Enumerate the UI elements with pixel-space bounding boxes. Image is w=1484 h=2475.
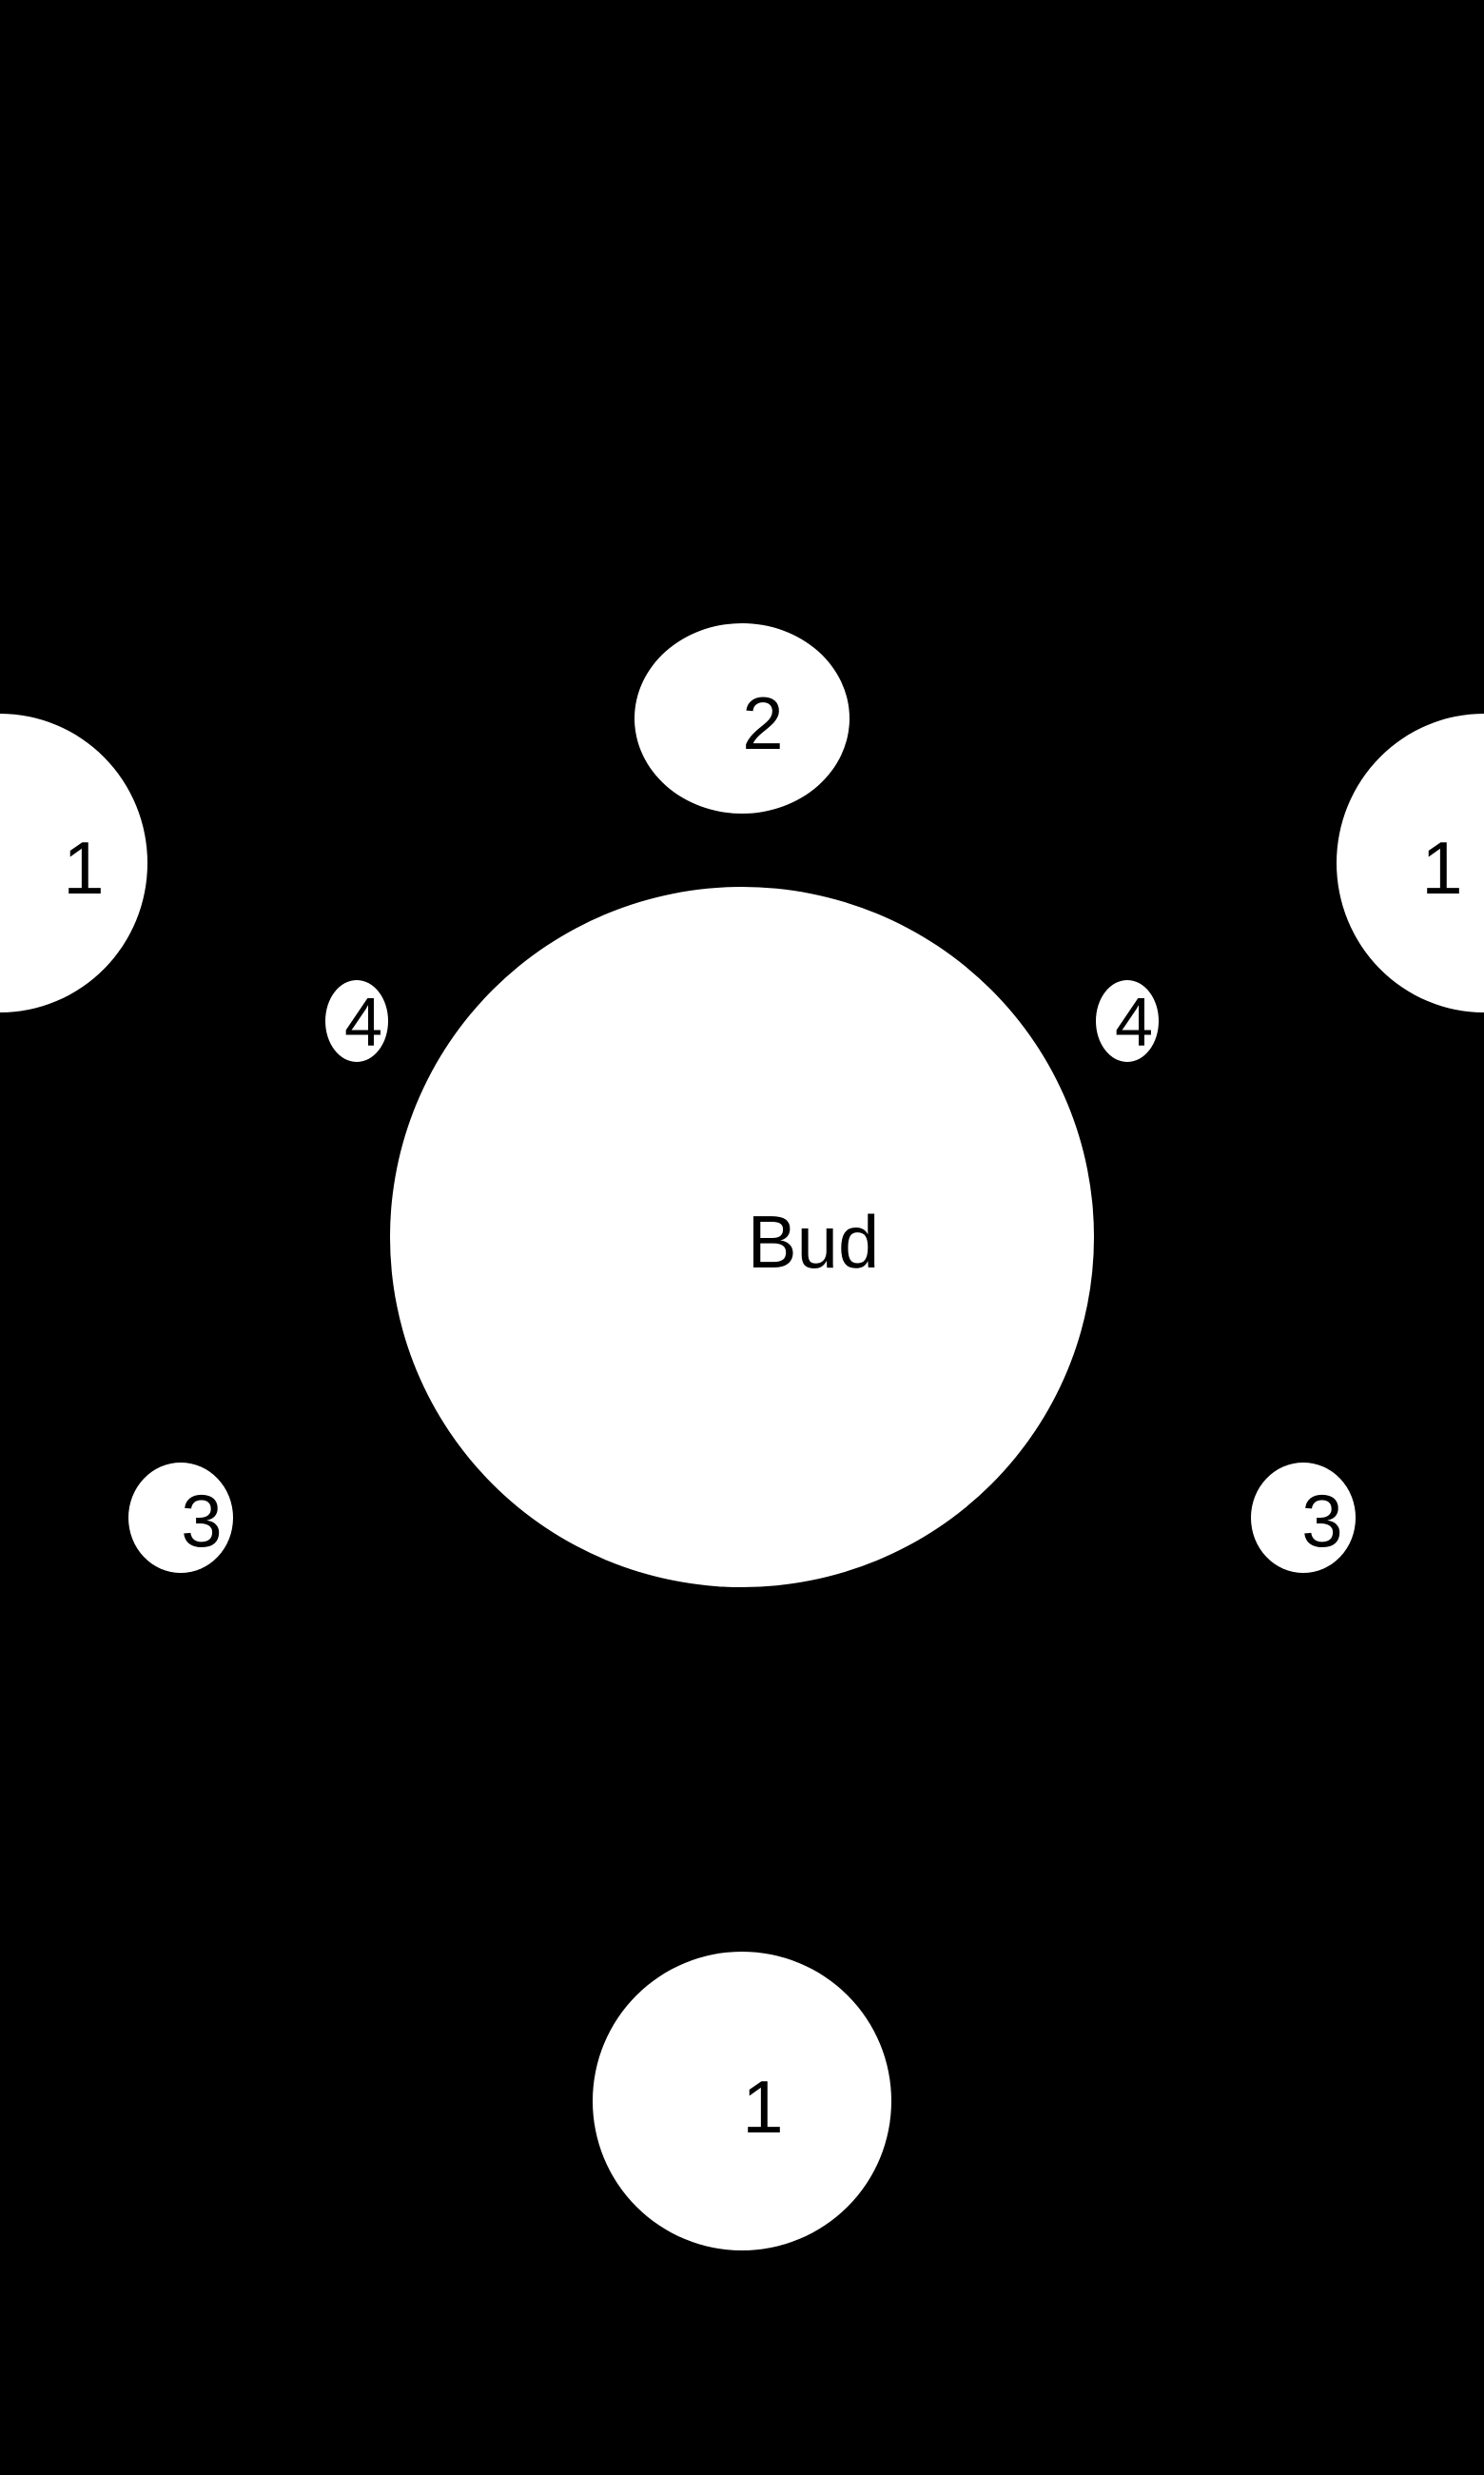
node-bottom-label: 1 xyxy=(742,2065,783,2149)
node-right-upper-label: 1 xyxy=(1421,826,1462,910)
node-top-circle xyxy=(635,623,849,814)
node-left-upper-label: 1 xyxy=(63,826,104,910)
node-left-lower-circle xyxy=(128,1463,233,1573)
node-right-small-circle xyxy=(1096,980,1159,1062)
node-right-small-label: 4 xyxy=(1115,985,1153,1061)
node-bottom: 1 xyxy=(593,1952,891,2250)
center-node: Bud xyxy=(390,887,1094,1587)
center-circle xyxy=(390,887,1094,1587)
node-right-upper-circle xyxy=(1337,714,1484,1012)
node-right-upper: 1 xyxy=(1337,714,1484,1012)
node-left-small: 4 xyxy=(325,980,388,1062)
node-top-label: 2 xyxy=(742,681,783,765)
node-top: 2 xyxy=(635,623,849,814)
node-left-small-circle xyxy=(325,980,388,1062)
node-right-small: 4 xyxy=(1096,980,1159,1062)
node-right-lower: 3 xyxy=(1251,1463,1356,1573)
node-left-lower: 3 xyxy=(128,1463,233,1573)
node-right-lower-circle xyxy=(1251,1463,1356,1573)
node-left-upper-circle xyxy=(0,714,147,1012)
node-bottom-circle xyxy=(593,1952,891,2250)
node-right-lower-label: 3 xyxy=(1301,1479,1342,1562)
node-left-lower-label: 3 xyxy=(181,1479,222,1562)
node-left-small-label: 4 xyxy=(344,985,382,1061)
center-label: Bud xyxy=(748,1200,880,1284)
node-left-upper: 1 xyxy=(0,714,147,1012)
